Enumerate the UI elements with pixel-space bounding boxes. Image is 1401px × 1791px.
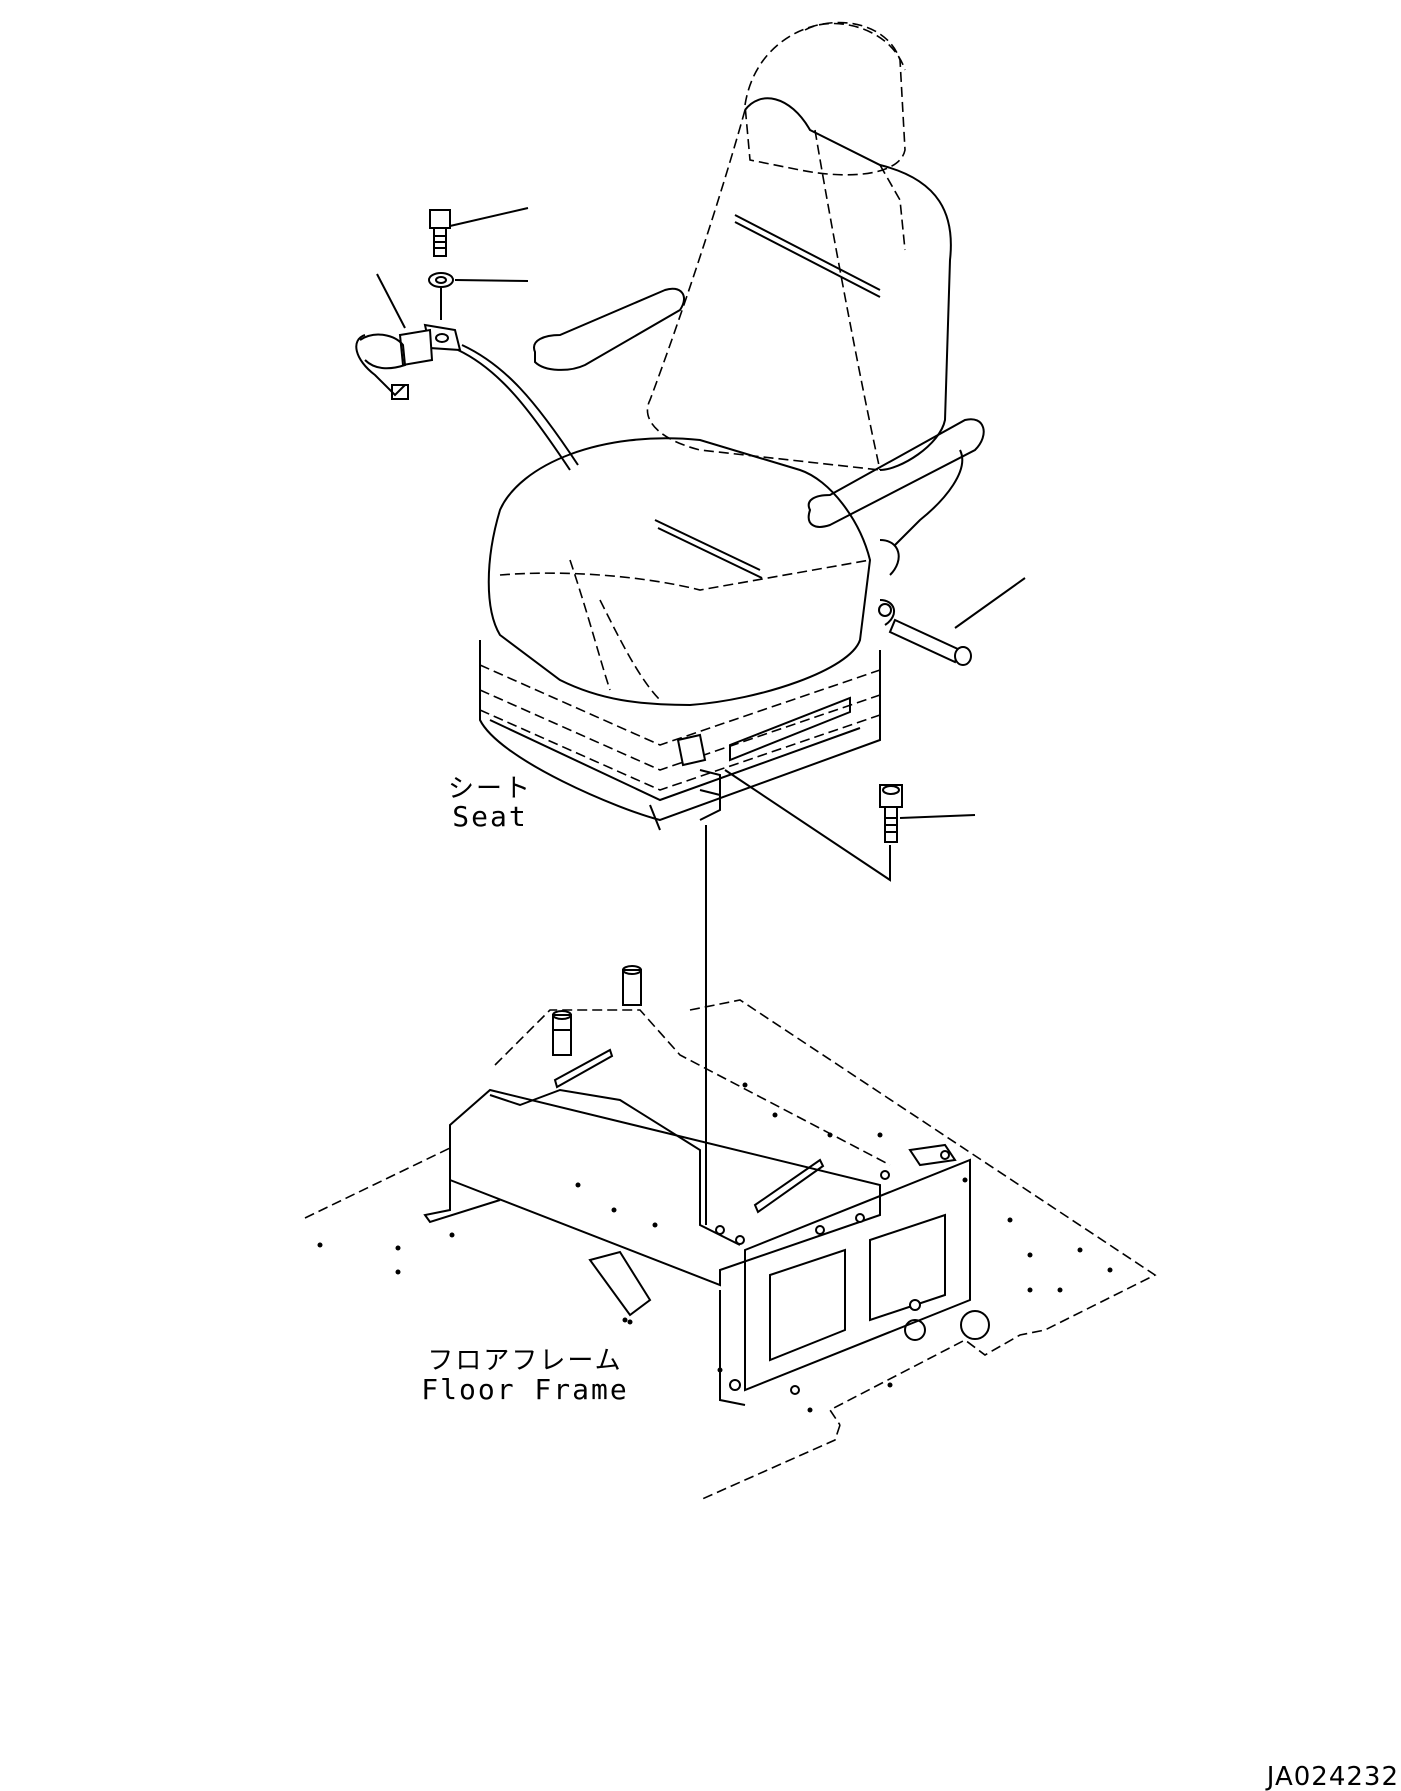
floor-frame xyxy=(304,965,1157,1501)
seat-label-jp: シート xyxy=(447,774,532,804)
mounting-holes xyxy=(317,1082,1113,1413)
mount-bolt xyxy=(879,784,903,843)
side-bolt xyxy=(888,618,972,666)
floor-frame-label-jp: フロアフレーム xyxy=(427,1346,623,1376)
leader-lines xyxy=(376,207,1026,1225)
seat-belt-assembly xyxy=(355,209,579,471)
operator-seat xyxy=(479,21,985,831)
seat-label-en: Seat xyxy=(452,800,528,833)
drawing-code: JA024232 xyxy=(1266,1762,1399,1791)
floor-frame-label-en: Floor Frame xyxy=(421,1373,629,1406)
